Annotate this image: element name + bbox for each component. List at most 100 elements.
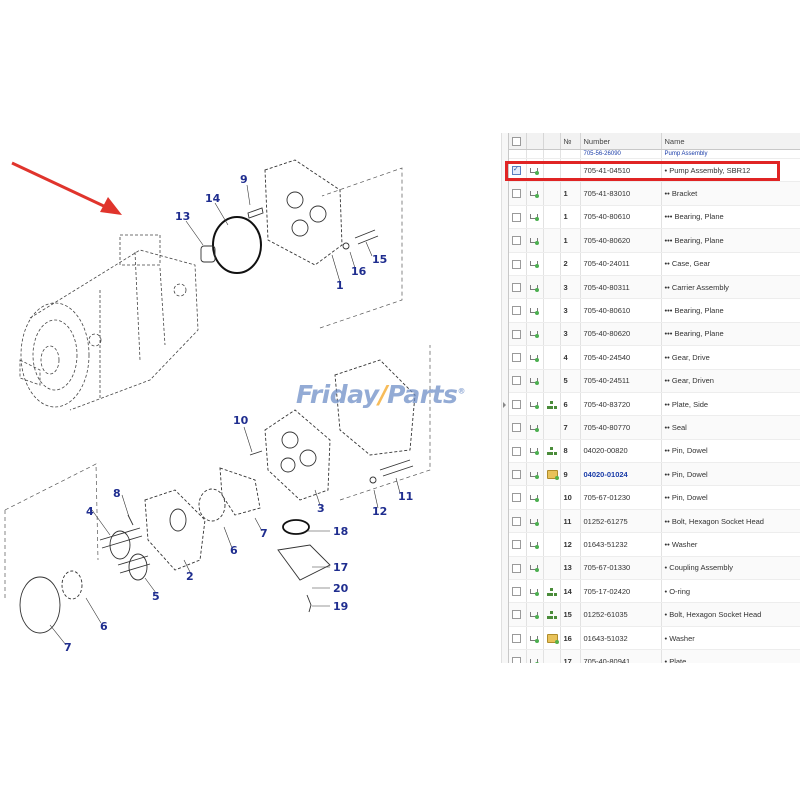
add-to-cart-icon[interactable] [529, 588, 539, 596]
row-checkbox-cell[interactable] [509, 228, 527, 253]
add-to-cart-icon[interactable] [529, 354, 539, 362]
row-checkbox[interactable] [512, 165, 521, 175]
row-checkbox-cell[interactable] [509, 579, 527, 604]
row-checkbox[interactable] [512, 540, 521, 550]
add-to-cart-icon[interactable] [529, 401, 539, 409]
row-checkbox[interactable] [512, 329, 521, 339]
add-to-cart-icon[interactable] [529, 213, 539, 222]
row-checkbox-cell[interactable] [509, 532, 527, 557]
row-cart-cell[interactable] [526, 228, 544, 253]
row-checkbox[interactable] [512, 657, 521, 663]
row-part-number[interactable]: 01252-61035 [580, 602, 662, 627]
row-checkbox-cell[interactable] [509, 509, 527, 534]
row-cart-cell[interactable] [526, 345, 544, 370]
panel-splitter[interactable] [501, 133, 509, 663]
row-part-number[interactable]: 705-67-01330 [580, 556, 662, 581]
row-checkbox-cell[interactable] [509, 345, 527, 370]
row-checkbox-cell[interactable] [509, 181, 527, 206]
row-checkbox-cell[interactable] [509, 556, 527, 581]
row-checkbox[interactable] [512, 189, 521, 199]
add-to-cart-icon[interactable] [529, 377, 539, 386]
row-part-number[interactable]: 01252-61275 [580, 509, 662, 534]
row-checkbox[interactable] [512, 446, 521, 456]
row-checkbox-cell[interactable] [509, 485, 527, 510]
row-checkbox[interactable] [512, 423, 521, 433]
row-checkbox-cell[interactable] [509, 462, 527, 487]
row-cart-cell[interactable] [526, 556, 544, 581]
tree-structure-icon[interactable] [546, 400, 557, 409]
row-cart-cell[interactable] [526, 462, 544, 487]
row-checkbox[interactable] [512, 306, 521, 316]
splitter-arrow-icon[interactable] [503, 402, 506, 408]
row-checkbox-cell[interactable] [509, 649, 527, 663]
row-checkbox[interactable] [512, 563, 521, 573]
add-to-cart-icon[interactable] [529, 284, 539, 292]
row-cart-cell[interactable] [526, 602, 544, 627]
row-cart-cell[interactable] [526, 181, 544, 206]
row-checkbox[interactable] [512, 236, 521, 246]
row-cart-cell[interactable] [526, 415, 544, 440]
add-to-cart-icon[interactable] [529, 635, 539, 643]
row-part-number[interactable]: 705-41-83010 [580, 181, 662, 206]
row-part-number[interactable]: 705-40-80620 [580, 322, 662, 347]
row-checkbox-cell[interactable] [509, 415, 527, 440]
row-part-number[interactable]: 04020-00820 [580, 439, 662, 464]
row-part-number[interactable]: 705-41-04510 [580, 158, 662, 183]
row-checkbox-cell[interactable] [509, 205, 527, 230]
select-all-checkbox[interactable] [512, 136, 521, 146]
header-number[interactable]: Number [580, 133, 662, 150]
row-cart-cell[interactable] [526, 649, 544, 663]
add-to-cart-icon[interactable] [529, 190, 539, 199]
row-part-number[interactable]: 705-40-24511 [580, 369, 662, 393]
row-part-number[interactable]: 705-67-01230 [580, 485, 662, 510]
add-to-cart-icon[interactable] [529, 167, 539, 175]
row-checkbox-cell[interactable] [509, 369, 527, 393]
row-checkbox[interactable] [512, 399, 521, 409]
row-cart-cell[interactable] [526, 369, 544, 393]
row-part-number[interactable]: 705-40-83720 [580, 392, 662, 417]
header-name[interactable]: Name [661, 133, 800, 150]
row-part-number[interactable]: 01643-51032 [580, 626, 662, 651]
tree-structure-icon[interactable] [546, 611, 557, 620]
add-to-cart-icon[interactable] [529, 494, 539, 503]
row-cart-cell[interactable] [526, 485, 544, 510]
row-part-number[interactable]: 01643-51232 [580, 532, 662, 557]
row-checkbox-cell[interactable] [509, 392, 527, 417]
row-cart-cell[interactable] [526, 275, 544, 300]
row-checkbox-cell[interactable] [509, 439, 527, 464]
add-to-cart-icon[interactable] [529, 471, 539, 479]
select-all-header[interactable] [509, 133, 527, 150]
add-to-cart-icon[interactable] [529, 307, 539, 316]
add-to-cart-icon[interactable] [529, 611, 539, 620]
add-to-cart-icon[interactable] [529, 424, 539, 432]
row-cart-cell[interactable] [526, 298, 544, 323]
row-cart-cell[interactable] [526, 626, 544, 651]
row-checkbox-cell[interactable] [509, 626, 527, 651]
row-checkbox[interactable] [512, 493, 521, 503]
row-part-number[interactable]: 04020-01024 [580, 462, 662, 487]
row-part-number[interactable]: 705-17-02420 [580, 579, 662, 604]
add-to-cart-icon[interactable] [529, 260, 539, 269]
add-to-cart-icon[interactable] [529, 237, 539, 245]
row-checkbox[interactable] [512, 516, 521, 526]
row-part-number[interactable]: 705-40-24540 [580, 345, 662, 370]
row-part-number[interactable]: 705-40-80610 [580, 298, 662, 323]
row-checkbox[interactable] [512, 353, 521, 363]
row-cart-cell[interactable] [526, 439, 544, 464]
row-part-number[interactable]: 705-40-80620 [580, 228, 662, 253]
row-part-number[interactable]: 705-40-80311 [580, 275, 662, 300]
row-cart-cell[interactable] [526, 579, 544, 604]
